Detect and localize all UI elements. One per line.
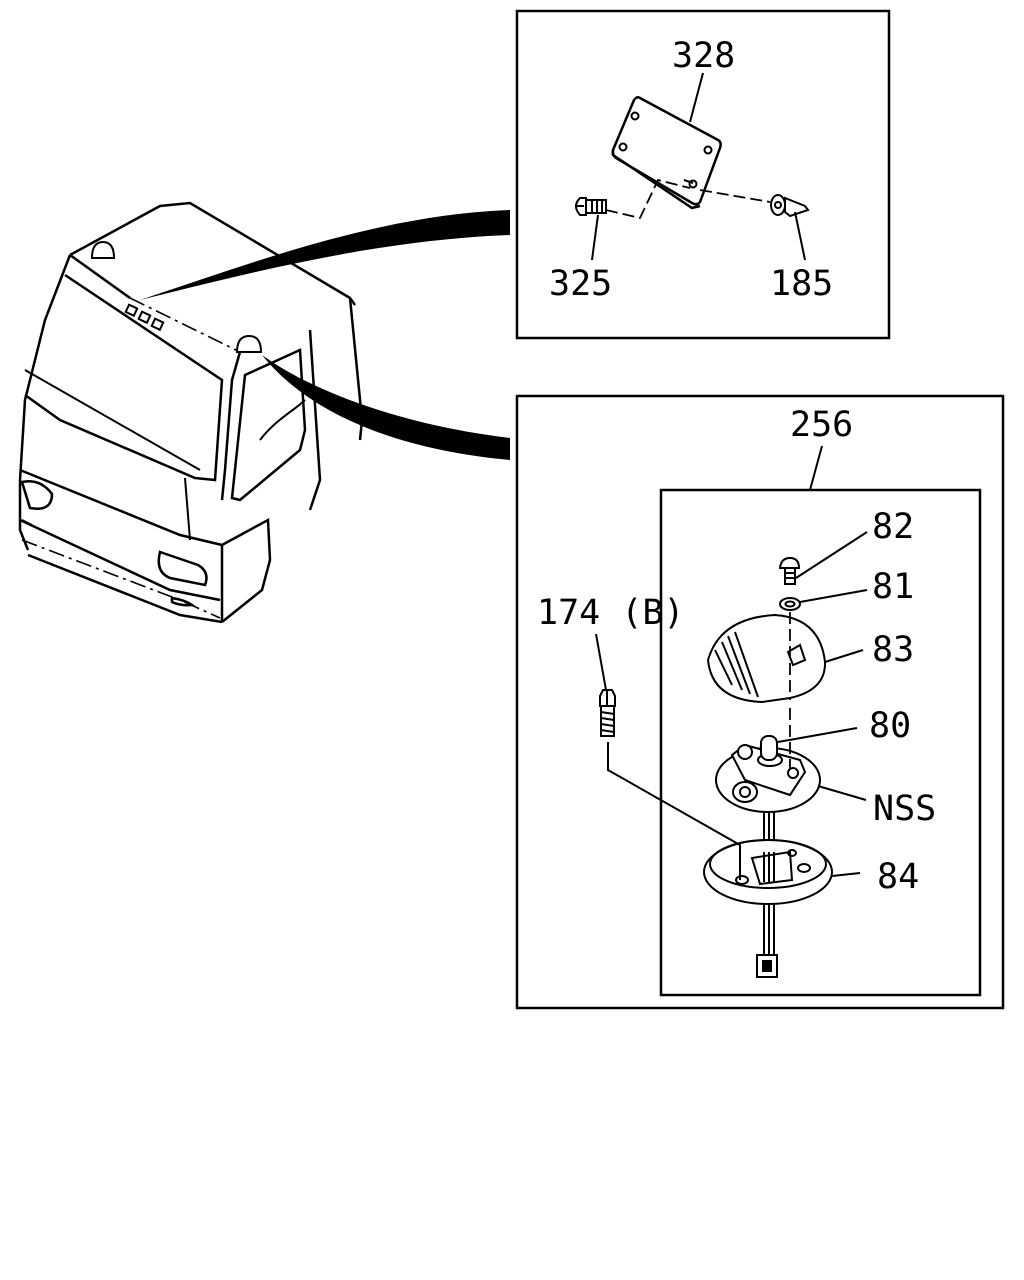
wire-connector	[756, 954, 778, 978]
truck-cab-illustration	[18, 201, 364, 624]
label-83: 83	[872, 630, 914, 670]
base-84	[703, 839, 833, 905]
inset-box-top	[515, 9, 891, 340]
bulb-80	[757, 735, 783, 767]
label-325: 325	[549, 264, 612, 304]
washer-81	[779, 597, 801, 611]
label-81: 81	[872, 567, 914, 607]
screw-325	[575, 197, 607, 216]
label-256: 256	[790, 405, 853, 445]
label-328: 328	[672, 36, 735, 76]
label-174b: 174 (B)	[537, 593, 685, 633]
screw-82	[778, 556, 801, 585]
inset-box-lamp-assembly	[659, 488, 982, 997]
label-82: 82	[872, 507, 914, 547]
label-80: 80	[869, 706, 911, 746]
bolt-174b	[599, 689, 616, 737]
label-84: 84	[877, 857, 919, 897]
label-nss: NSS	[873, 789, 936, 829]
callout-wedge-top	[140, 210, 510, 300]
callout-wedge-bottom	[262, 355, 510, 460]
label-185: 185	[770, 264, 833, 304]
plate-328	[611, 96, 722, 210]
clip-185	[770, 194, 810, 218]
